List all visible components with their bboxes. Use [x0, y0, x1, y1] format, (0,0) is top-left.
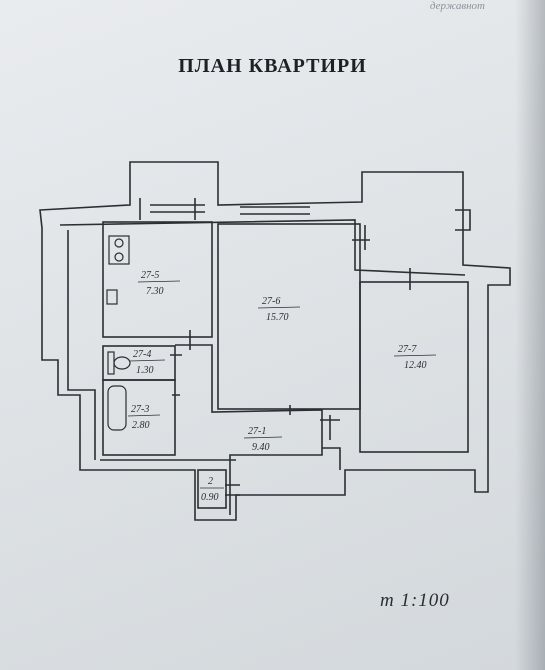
page-title: ПЛАН КВАРТИРИ: [178, 55, 367, 77]
room-27-3-id: 27-3: [131, 404, 149, 415]
room-27-7-area: 12.40: [404, 360, 427, 371]
window: [150, 204, 205, 213]
room-27-1: [175, 344, 323, 515]
page-edge-shadow: [515, 0, 545, 670]
sink-icon: [106, 289, 118, 305]
room-labels: 27-5 7.30 27-6 15.70 27-7 12.40 27-4 1.3…: [127, 270, 437, 503]
room-27-3: [102, 379, 176, 456]
room-27-6-area: 15.70: [266, 312, 289, 323]
room-27-7: [359, 281, 469, 453]
room-27-4-area: 1.30: [136, 365, 154, 376]
outer-wall: [39, 161, 511, 521]
room-27-5-id: 27-5: [141, 270, 159, 281]
top-cropped-text: державнот: [429, 0, 485, 12]
stove-icon: [108, 235, 130, 265]
room-27-6-id: 27-6: [262, 296, 280, 307]
window: [240, 206, 310, 215]
room-2: [197, 469, 227, 509]
room-27-1-id: 27-1: [248, 426, 266, 437]
walls: [39, 161, 511, 521]
room-27-1-area: 9.40: [252, 442, 270, 453]
room-27-6: [217, 223, 361, 410]
scale-label: m 1:100: [380, 590, 450, 611]
room-27-5: [102, 221, 213, 338]
room-27-5-area: 7.30: [146, 286, 164, 297]
room-27-7-id: 27-7: [398, 344, 417, 355]
bathtub-icon: [107, 385, 127, 431]
room-27-4-id: 27-4: [133, 349, 151, 360]
toilet-icon: [107, 351, 131, 375]
room-27-3-area: 2.80: [132, 420, 150, 431]
room-2-area: 0.90: [201, 492, 219, 503]
room-2-id: 2: [208, 476, 213, 487]
